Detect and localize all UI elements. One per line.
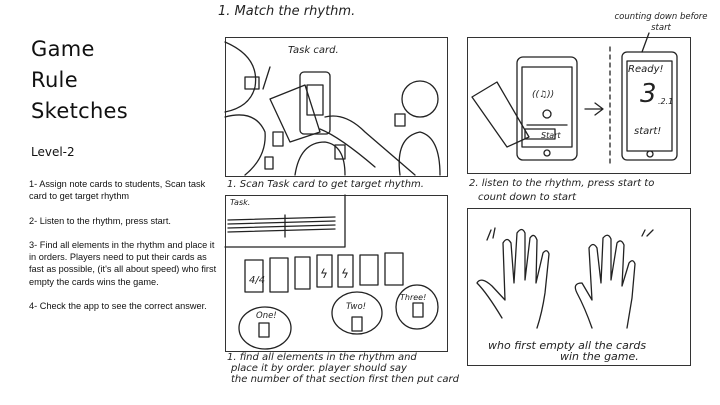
panel3-caption-line: the number of that section first then pu… [231, 374, 459, 385]
countdown-note: counting down before start [614, 12, 708, 33]
title-line: Rule [31, 68, 78, 92]
speech-bubble-three: Three! [400, 293, 427, 302]
task-label: Task. [230, 198, 251, 207]
panel4-caption-line: who first empty all the cards [488, 339, 647, 352]
countdown-small: .2.1 [658, 97, 674, 106]
rule-item: 1- Assign note cards to students, Scan t… [29, 179, 206, 202]
svg-text:((♫)): ((♫)) [532, 90, 554, 100]
rule-item: 3- Find all elements in the rhythm and p… [29, 239, 217, 287]
rule-item: 4- Check the app to see the correct answ… [29, 301, 207, 312]
level-heading: Level-2 [31, 145, 75, 159]
sketch-panel-find [225, 195, 448, 352]
ready-text: Ready! [628, 64, 664, 75]
speech-bubble-two: Two! [346, 302, 367, 312]
sketch-heading: 1. Match the rhythm. [218, 4, 356, 19]
start-button-sketch: Start [541, 131, 561, 140]
countdown-number: 3 [640, 79, 657, 109]
panel4-caption-line: win the game. [560, 350, 639, 363]
sketch-panel-scan [225, 37, 448, 177]
rules-list: 1- Assign note cards to students, Scan t… [29, 178, 219, 324]
svg-text:ϟ: ϟ [320, 267, 328, 281]
scan-sketch [224, 41, 441, 176]
listen-sketch: ((♫)) [471, 32, 678, 168]
svg-text:4/4: 4/4 [249, 275, 265, 286]
panel2-caption-line: count down to start [478, 192, 577, 203]
sketch-panel-win [467, 208, 691, 366]
panel2-caption-line: 2. listen to the rhythm, press start to [469, 178, 655, 189]
sketch-panel-listen [467, 37, 691, 174]
panel1-caption: 1. Scan Task card to get target rhythm. [227, 179, 424, 190]
rule-item: 2- Listen to the rhythm, press start. [29, 215, 171, 226]
start-text: start! [634, 126, 662, 137]
svg-text:ϟ: ϟ [341, 267, 349, 281]
task-card-label: Task card. [288, 45, 339, 56]
panel3-caption-line: 1. find all elements in the rhythm and [227, 352, 417, 363]
title-line: Game [31, 37, 95, 61]
panel3-caption-line: place it by order. player should say [231, 363, 407, 374]
title-line: Sketches [31, 99, 129, 123]
slide-title: Game Rule Sketches [31, 34, 128, 127]
speech-bubble-one: One! [256, 311, 277, 321]
hands-sketch [476, 227, 654, 329]
